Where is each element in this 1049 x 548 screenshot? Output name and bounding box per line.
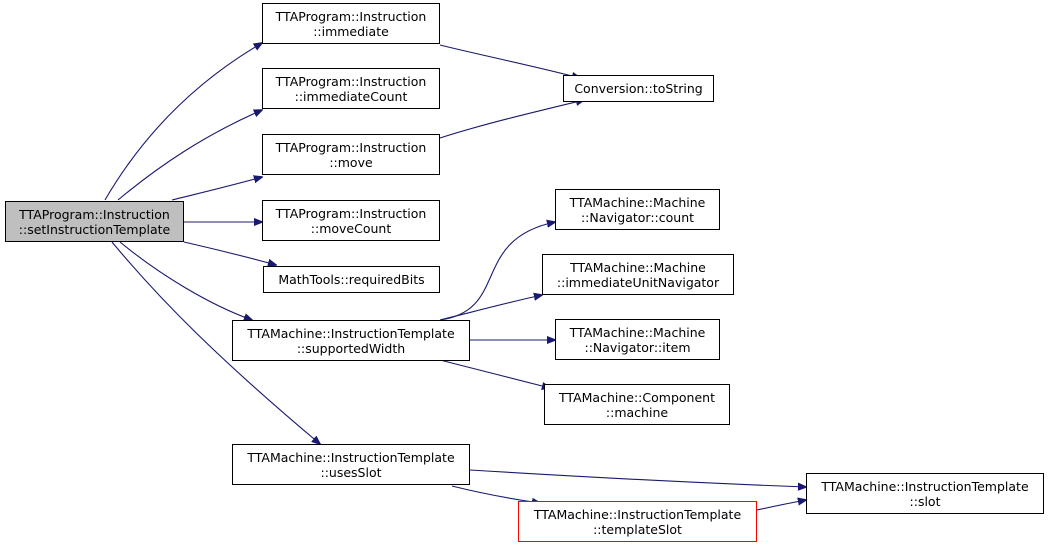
node-label: TTAProgram::Instruction: [275, 139, 427, 155]
node-label: ::moveCount: [310, 220, 392, 236]
node-label: ::immediateCount: [294, 88, 408, 104]
node-label: ::setInstructionTemplate: [18, 221, 171, 237]
node-requiredBits[interactable]: MathTools::requiredBits: [263, 266, 440, 293]
node-usesSlot[interactable]: TTAMachine::InstructionTemplate ::usesSl…: [232, 444, 470, 485]
node-supportedWidth[interactable]: TTAMachine::InstructionTemplate ::suppor…: [232, 320, 470, 361]
node-label: TTAMachine::Machine: [569, 194, 706, 210]
node-label: TTAMachine::Component: [559, 389, 715, 405]
node-slot[interactable]: TTAMachine::InstructionTemplate ::slot: [806, 473, 1044, 514]
node-templateSlot[interactable]: TTAMachine::InstructionTemplate ::templa…: [518, 501, 757, 542]
node-label: ::immediate: [313, 23, 389, 39]
node-label: TTAMachine::InstructionTemplate: [533, 506, 742, 522]
node-label: ::usesSlot: [320, 464, 382, 480]
edge-supportedWidth-componentMachine: [439, 359, 550, 388]
node-label: TTAProgram::Instruction: [275, 8, 427, 24]
edge-supportedWidth-immUnitNav: [439, 295, 542, 321]
node-navigator-item[interactable]: TTAMachine::Machine ::Navigator::item: [555, 319, 720, 360]
node-label: TTAProgram::Instruction: [275, 73, 427, 89]
node-moveCount[interactable]: TTAProgram::Instruction ::moveCount: [262, 200, 440, 241]
node-label: TTAMachine::Machine: [570, 259, 706, 275]
edge-root-usesSlot: [111, 241, 320, 444]
node-label: ::machine: [605, 404, 669, 420]
node-label: ::supportedWidth: [296, 340, 406, 356]
edge-root-requiredBits: [183, 241, 276, 265]
node-label: Conversion::toString: [574, 81, 703, 96]
node-label: TTAMachine::InstructionTemplate: [821, 478, 1029, 494]
node-label: ::move: [329, 154, 373, 170]
node-component-machine[interactable]: TTAMachine::Component ::machine: [544, 384, 730, 425]
node-label: TTAMachine::Machine: [569, 324, 706, 340]
node-label: TTAMachine::InstructionTemplate: [247, 449, 455, 465]
node-immediateCount[interactable]: TTAProgram::Instruction ::immediateCount: [262, 68, 440, 109]
edge-usesSlot-slot: [469, 469, 806, 487]
edge-root-immediateCount: [117, 110, 262, 201]
node-label: ::templateSlot: [593, 521, 682, 537]
node-label: ::Navigator::item: [584, 339, 691, 355]
edge-move-toString: [439, 100, 584, 139]
edge-supportedWidth-navCount: [439, 222, 555, 321]
edge-root-immediate: [104, 43, 262, 201]
edge-templateSlot-slot: [756, 500, 806, 511]
node-immediate[interactable]: TTAProgram::Instruction ::immediate: [262, 3, 440, 44]
edge-immediate-toString: [439, 44, 580, 78]
node-setInstructionTemplate[interactable]: TTAProgram::Instruction ::setInstruction…: [5, 201, 184, 242]
node-label: ::immediateUnitNavigator: [556, 274, 720, 290]
node-navigator-count[interactable]: TTAMachine::Machine ::Navigator::count: [555, 189, 720, 230]
node-toString[interactable]: Conversion::toString: [563, 75, 714, 102]
node-label: TTAProgram::Instruction: [275, 205, 427, 221]
node-label: MathTools::requiredBits: [278, 272, 425, 287]
edge-root-move: [171, 177, 262, 201]
node-label: TTAMachine::InstructionTemplate: [247, 325, 455, 341]
node-move[interactable]: TTAProgram::Instruction ::move: [262, 134, 440, 175]
node-label: TTAProgram::Instruction: [19, 206, 170, 222]
node-immediateUnitNavigator[interactable]: TTAMachine::Machine ::immediateUnitNavig…: [542, 254, 734, 295]
node-label: ::Navigator::count: [580, 209, 695, 225]
node-label: ::slot: [909, 493, 941, 509]
edge-root-supportedWidth: [119, 241, 252, 320]
